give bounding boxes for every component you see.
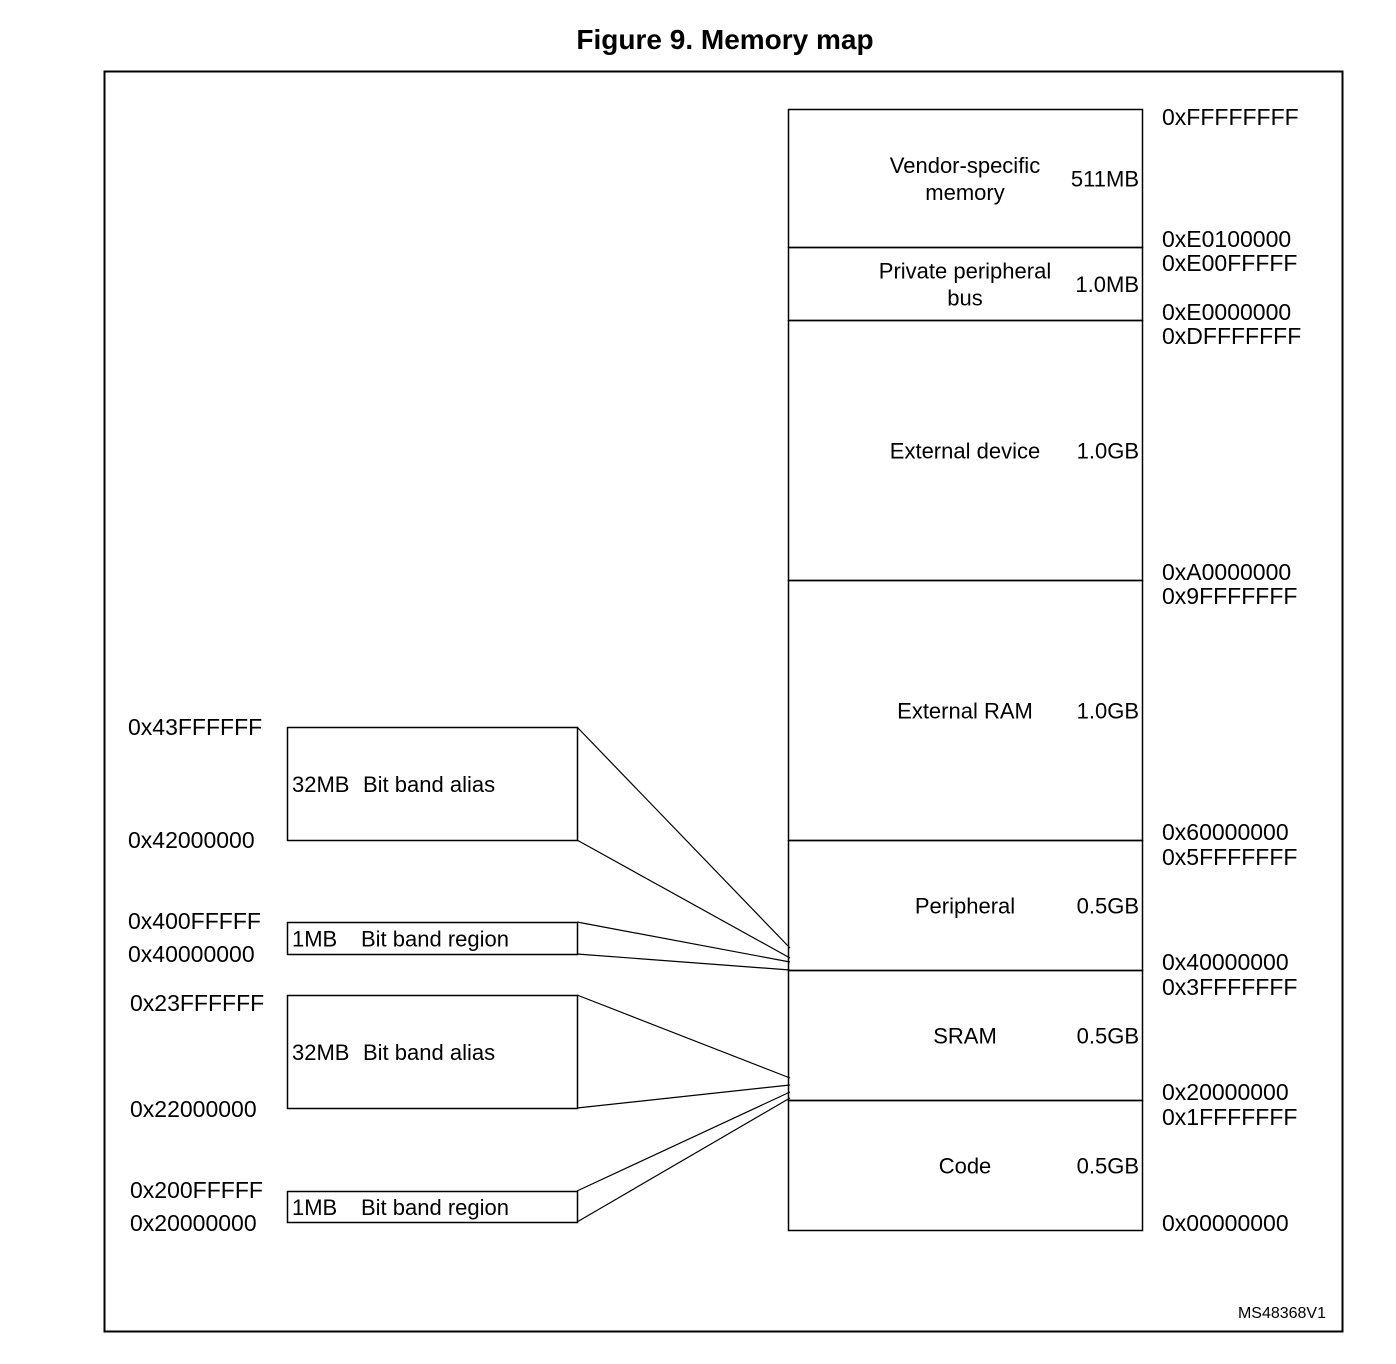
region-size: 0.5GB — [1077, 1024, 1139, 1049]
address-label: 0x9FFFFFFF — [1162, 583, 1297, 609]
address-label: 0xE0100000 — [1162, 226, 1291, 252]
address-label: 0x1FFFFFFF — [1162, 1104, 1297, 1130]
address-label: 0x20000000 — [1162, 1079, 1289, 1105]
bit-band-block-bit-band-region: 1MB Bit band region 0x400FFFFF 0x40000000 — [128, 908, 579, 967]
region-size: 1.0GB — [1077, 699, 1139, 724]
bit-band-size: 32MB — [292, 772, 349, 797]
region-name: Code — [939, 1154, 992, 1179]
address-label: 0xE00FFFFF — [1162, 250, 1297, 276]
region-size: 0.5GB — [1077, 894, 1139, 919]
address-label: 0x3FFFFFFF — [1162, 974, 1297, 1000]
address-label: 0xDFFFFFFF — [1162, 323, 1301, 349]
bit-band-bottom-address: 0x22000000 — [130, 1096, 257, 1122]
bit-band-top-address: 0x23FFFFFF — [130, 990, 264, 1016]
address-label: 0xE0000000 — [1162, 299, 1291, 325]
bit-band-box — [286, 921, 579, 956]
bit-band-block-bit-band-alias: 32MB Bit band alias 0x23FFFFFF 0x22000000 — [130, 990, 579, 1122]
bit-band-top-address: 0x400FFFFF — [128, 908, 261, 934]
region-size: 511MB — [1071, 167, 1139, 192]
region-name: Private peripheral — [879, 259, 1051, 284]
figure-reference-code: MS48368V1 — [1238, 1305, 1326, 1322]
region-name: External RAM — [897, 699, 1033, 724]
bit-band-size: 1MB — [292, 927, 337, 952]
region-external-ram: External RAM 1.0GB — [787, 579, 1144, 842]
connector-line — [576, 921, 791, 963]
bit-band-blocks: 32MB Bit band alias 0x43FFFFFF 0x42000000 1M… — [128, 714, 579, 1236]
address-label: 0x40000000 — [1162, 949, 1289, 975]
region-peripheral: Peripheral 0.5GB — [787, 839, 1144, 972]
bit-band-bottom-address: 0x42000000 — [128, 827, 255, 853]
bit-band-size: 32MB — [292, 1040, 349, 1065]
bit-band-top-address: 0x200FFFFF — [130, 1177, 263, 1203]
region-name: bus — [947, 286, 982, 311]
connector-line — [576, 953, 791, 971]
region-name: memory — [925, 180, 1004, 205]
bit-band-label: Bit band region — [361, 1195, 509, 1220]
bit-band-box — [286, 1190, 579, 1224]
region-box — [787, 1099, 1144, 1232]
bit-band-size: 1MB — [292, 1195, 337, 1220]
connector-line — [576, 726, 791, 949]
region-name: SRAM — [933, 1024, 997, 1049]
region-external-device: External device 1.0GB — [787, 319, 1144, 582]
address-label: 0x00000000 — [1162, 1210, 1289, 1236]
bit-band-bottom-address: 0x40000000 — [128, 941, 255, 967]
connector-line — [576, 839, 791, 959]
connector-line — [576, 1097, 791, 1223]
connector-line — [576, 994, 791, 1079]
region-name: External device — [890, 439, 1040, 464]
bit-band-label: Bit band alias — [363, 772, 495, 797]
bit-band-block-bit-band-region: 1MB Bit band region 0x200FFFFF 0x20000000 — [130, 1177, 579, 1236]
bit-band-label: Bit band alias — [363, 1040, 495, 1065]
bit-band-top-address: 0x43FFFFFF — [128, 714, 262, 740]
region-name: Vendor-specific — [890, 153, 1040, 178]
bit-band-label: Bit band region — [361, 927, 509, 952]
address-label: 0x5FFFFFFF — [1162, 844, 1297, 870]
address-label: 0x60000000 — [1162, 819, 1289, 845]
connector-line — [576, 1084, 791, 1109]
bit-band-box — [286, 994, 579, 1110]
region-name: Peripheral — [915, 894, 1015, 919]
address-label: 0xFFFFFFFF — [1162, 104, 1299, 130]
bit-band-block-bit-band-alias: 32MB Bit band alias 0x43FFFFFF 0x42000000 — [128, 714, 579, 853]
region-size: 1.0MB — [1075, 272, 1139, 297]
bit-band-bottom-address: 0x20000000 — [130, 1210, 257, 1236]
region-code: Code 0.5GB — [787, 1099, 1144, 1232]
region-size: 1.0GB — [1077, 439, 1139, 464]
region-size: 0.5GB — [1077, 1154, 1139, 1179]
region-sram: SRAM 0.5GB — [787, 969, 1144, 1102]
connector-line — [576, 1091, 791, 1192]
figure-title: Figure 9. Memory map — [576, 24, 874, 55]
address-label: 0xA0000000 — [1162, 559, 1291, 585]
bit-band-box — [286, 726, 579, 842]
connector-lines — [576, 726, 791, 1223]
figure-frame — [103, 70, 1344, 1333]
